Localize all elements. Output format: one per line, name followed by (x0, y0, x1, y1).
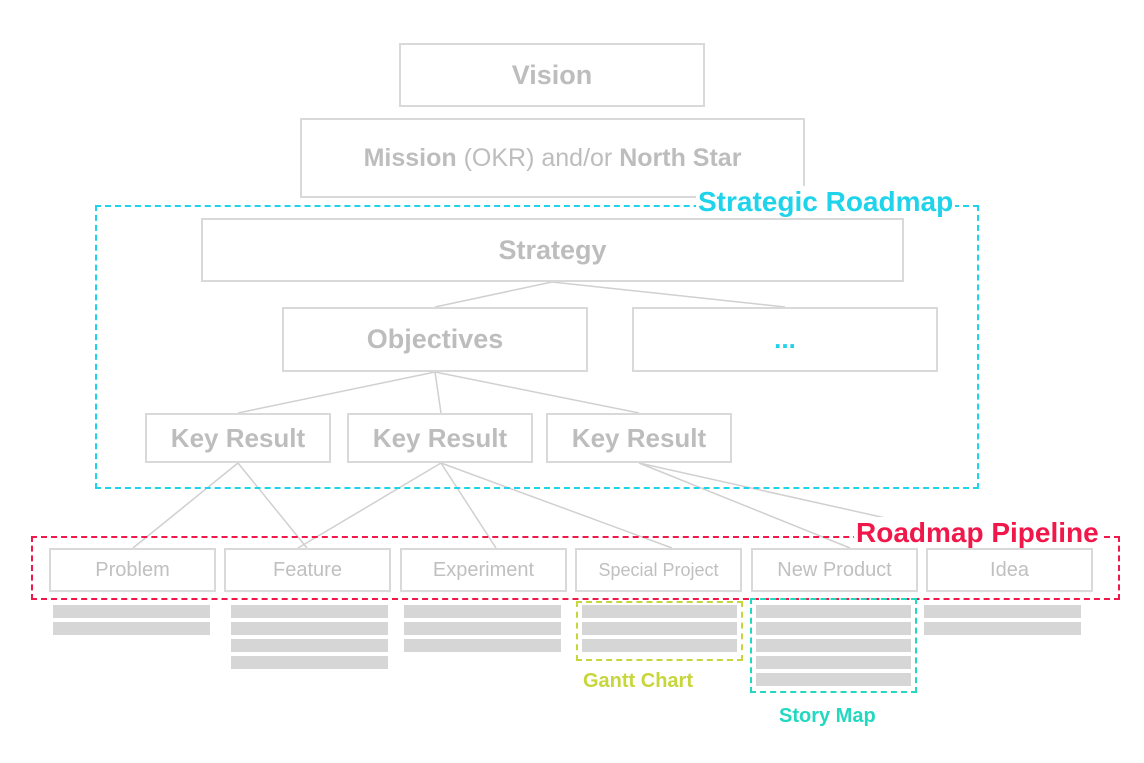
pipeline-item-feature: Feature (224, 548, 391, 592)
mission-label: Mission (363, 143, 457, 172)
item-bar (404, 605, 561, 618)
key-result-box: Key Result (347, 413, 533, 463)
pipeline-item-problem: Problem (49, 548, 216, 592)
key-result-box: Key Result (546, 413, 732, 463)
gantt-chart-region (576, 601, 743, 661)
item-bar (756, 622, 911, 635)
item-bar (924, 622, 1081, 635)
item-bar (231, 622, 388, 635)
item-bar (231, 605, 388, 618)
pipeline-item-experiment: Experiment (400, 548, 567, 592)
more-label: ... (774, 324, 796, 354)
pipeline-item-label: Special Project (598, 559, 719, 580)
north-star-label: North Star (619, 143, 742, 172)
key-result-label: Key Result (170, 422, 306, 453)
mission-connector-text: (OKR) and/or (456, 143, 620, 172)
objectives-box: Objectives (282, 307, 588, 372)
item-bar (756, 605, 911, 618)
gantt-chart-label: Gantt Chart (583, 670, 693, 692)
item-bar (756, 673, 911, 686)
vision-box: Vision (399, 43, 705, 107)
item-bar (582, 622, 737, 635)
pipeline-item-new-product: New Product (751, 548, 918, 592)
pipeline-item-label: Experiment (432, 558, 535, 581)
pipeline-item-idea: Idea (926, 548, 1093, 592)
pipeline-item-label: Idea (990, 558, 1029, 581)
pipeline-item-label: Feature (273, 558, 342, 581)
more-objectives-box: ... (632, 307, 938, 372)
item-bar (582, 605, 737, 618)
strategy-label: Strategy (498, 234, 607, 265)
strategic-roadmap-region (95, 205, 979, 489)
roadmap-pipeline-region (31, 536, 1120, 600)
story-map-region (750, 598, 917, 693)
item-bar (924, 605, 1081, 618)
pipeline-item-special-project: Special Project (575, 548, 742, 592)
strategy-box: Strategy (201, 218, 904, 282)
mission-box: Mission (OKR) and/or North Star (300, 118, 805, 198)
item-bar (231, 656, 388, 669)
item-bar (53, 605, 210, 618)
item-bar (53, 622, 210, 635)
objectives-label: Objectives (366, 324, 504, 354)
key-result-label: Key Result (372, 422, 508, 453)
item-bar (404, 622, 561, 635)
item-bar (756, 656, 911, 669)
item-bar (404, 639, 561, 652)
item-bar (582, 639, 737, 652)
story-map-label: Story Map (779, 705, 876, 727)
pipeline-item-label: New Product (777, 558, 892, 581)
pipeline-item-label: Problem (95, 558, 170, 581)
item-bar (756, 639, 911, 652)
roadmap-pipeline-label: Roadmap Pipeline (854, 517, 1101, 549)
strategic-roadmap-label: Strategic Roadmap (696, 186, 956, 218)
vision-label: Vision (511, 59, 593, 90)
key-result-label: Key Result (571, 422, 707, 453)
item-bar (231, 639, 388, 652)
key-result-box: Key Result (145, 413, 331, 463)
